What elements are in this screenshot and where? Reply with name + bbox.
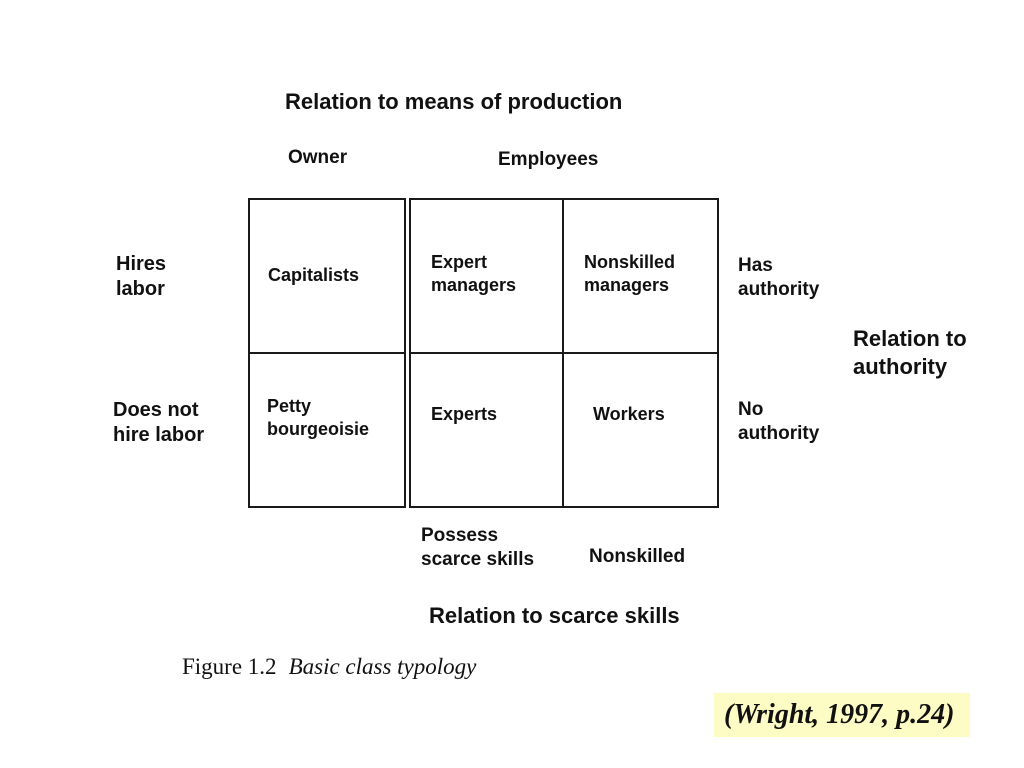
row-label-hires-labor: Hires labor bbox=[116, 253, 167, 300]
right-axis-title: Relation to authority bbox=[853, 326, 967, 379]
figure-number: Figure 1.2 bbox=[182, 654, 277, 679]
cell-capitalists: Capitalists bbox=[268, 265, 360, 286]
figure-caption: Figure 1.2 Basic class typology bbox=[182, 654, 476, 680]
citation-box: (Wright, 1997, p.24) bbox=[714, 693, 970, 737]
row-label-not-hire-labor: Does not hire labor bbox=[113, 399, 205, 446]
right-label-no-authority: No authority bbox=[738, 399, 820, 444]
cell-experts: Experts bbox=[431, 404, 498, 425]
cell-petty-bourgeoisie: Petty bourgeoisie bbox=[267, 395, 370, 439]
owner-row-divider bbox=[248, 352, 404, 354]
bottom-axis-title: Relation to scarce skills bbox=[429, 603, 680, 628]
citation-text: (Wright, 1997, p.24) bbox=[724, 699, 955, 730]
bottom-label-nonskilled: Nonskilled bbox=[589, 546, 686, 567]
cell-workers: Workers bbox=[593, 404, 665, 425]
top-axis-title: Relation to means of production bbox=[285, 89, 623, 114]
column-group-employees: Employees bbox=[498, 149, 599, 170]
cell-nonskilled-managers: Nonskilled managers bbox=[584, 251, 676, 295]
bottom-label-scarce-skills: Possess scarce skills bbox=[421, 525, 535, 570]
employees-column-divider bbox=[562, 198, 564, 506]
figure-title: Basic class typology bbox=[288, 654, 477, 679]
cell-expert-managers: Expert managers bbox=[431, 251, 517, 295]
column-group-owner: Owner bbox=[288, 147, 348, 168]
right-label-has-authority: Has authority bbox=[738, 255, 820, 300]
